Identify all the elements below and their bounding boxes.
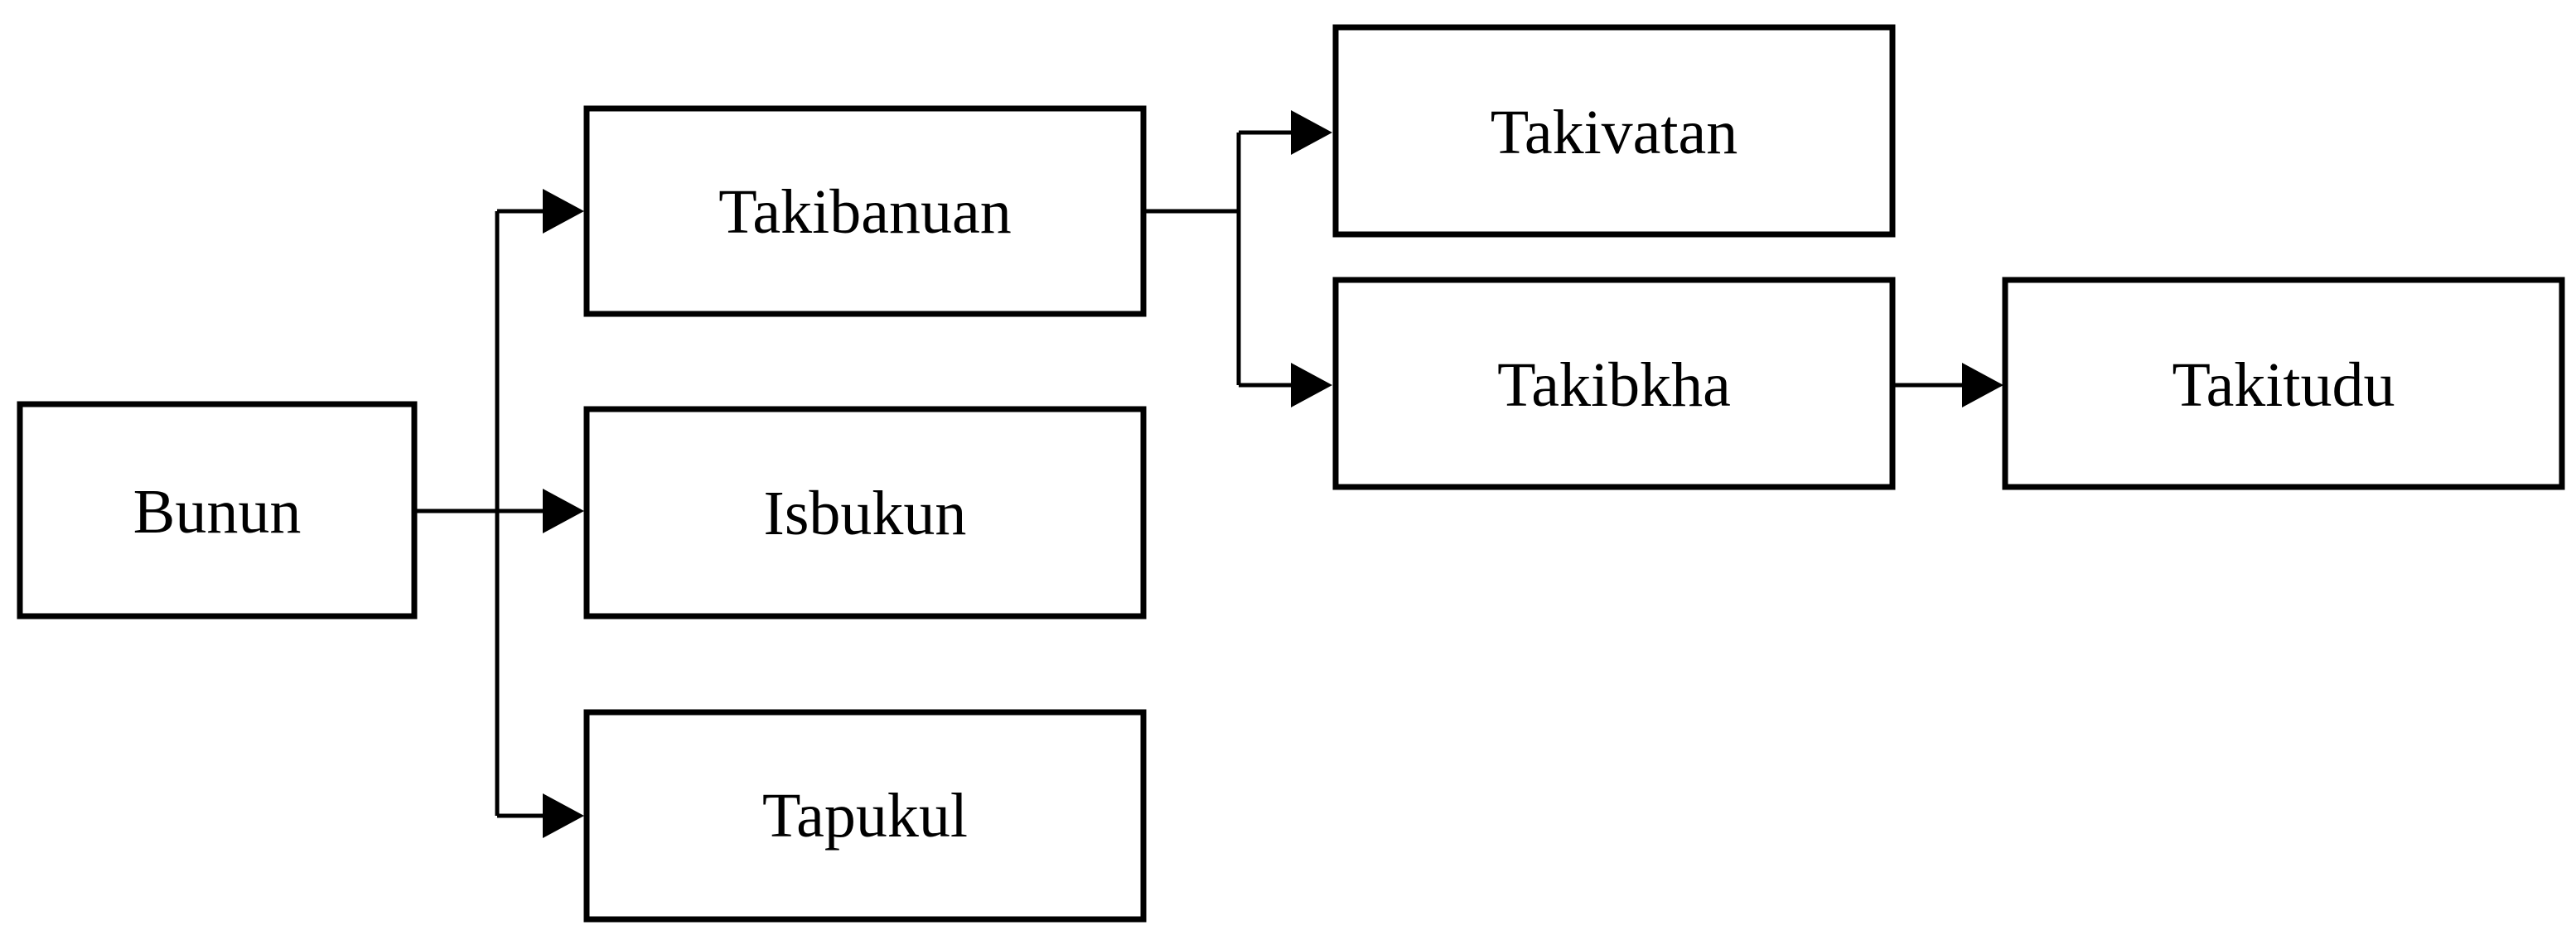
- arrowhead-isbukun: [543, 489, 584, 533]
- node-box-bunun: [17, 401, 418, 619]
- node-takibanuan: Takibanuan: [583, 105, 1147, 317]
- node-takibkha: Takibkha: [1332, 277, 1896, 490]
- connector-takibanuan-branches: [1143, 110, 1332, 407]
- node-label-bunun: Bunun: [133, 477, 302, 547]
- connector-bunun-branches: [414, 189, 584, 838]
- node-label-isbukun: Isbukun: [764, 479, 967, 548]
- arrowhead-takivatan: [1291, 110, 1332, 155]
- node-isbukun: Isbukun: [583, 406, 1147, 619]
- arrowhead-tapukul: [543, 793, 584, 838]
- arrowhead-takitudu: [1962, 363, 2003, 407]
- node-label-takitudu: Takitudu: [2172, 350, 2395, 420]
- node-takivatan: Takivatan: [1332, 24, 1896, 238]
- node-tapukul: Tapukul: [583, 709, 1147, 923]
- node-label-takivatan: Takivatan: [1491, 98, 1738, 167]
- node-takitudu: Takitudu: [2002, 277, 2565, 490]
- arrowhead-takibkha: [1291, 363, 1332, 407]
- node-label-takibkha: Takibkha: [1497, 350, 1731, 420]
- node-box-tapukul: [583, 709, 1147, 923]
- node-bunun: Bunun: [17, 401, 418, 619]
- node-box-takitudu: [2002, 277, 2565, 490]
- arrowhead-takibanuan: [543, 189, 584, 234]
- node-box-takivatan: [1332, 24, 1896, 238]
- node-label-tapukul: Tapukul: [762, 781, 968, 851]
- node-box-isbukun: [583, 406, 1147, 619]
- node-box-takibanuan: [583, 105, 1147, 317]
- node-box-takibkha: [1332, 277, 1896, 490]
- node-label-takibanuan: Takibanuan: [718, 177, 1011, 247]
- connector-takibkha-branch: [1893, 363, 2003, 407]
